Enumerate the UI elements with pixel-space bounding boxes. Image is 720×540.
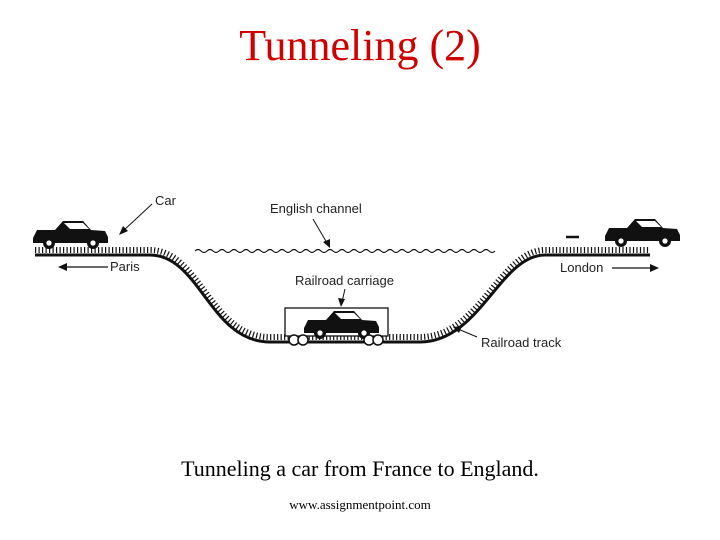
pointer-english-channel-icon bbox=[312, 218, 330, 248]
label-railroad-track: Railroad track bbox=[481, 335, 562, 350]
channel-water-surface bbox=[194, 248, 496, 254]
arrow-to-london-icon bbox=[612, 264, 659, 272]
slide-caption: Tunneling a car from France to England. bbox=[181, 456, 539, 481]
car-paris-icon bbox=[33, 221, 108, 249]
arrow-to-paris-icon bbox=[58, 263, 108, 271]
pointer-railroad-track-icon bbox=[453, 326, 478, 338]
label-car: Car bbox=[155, 193, 177, 208]
railroad-carriage bbox=[284, 307, 389, 346]
pointer-car-icon bbox=[119, 203, 153, 235]
tunnel-diagram: Car English channel Paris London Railroa… bbox=[33, 193, 680, 350]
car-london-icon bbox=[605, 219, 680, 247]
label-paris: Paris bbox=[110, 259, 140, 274]
label-english-channel: English channel bbox=[270, 201, 362, 216]
pointer-railroad-carriage-icon bbox=[338, 288, 346, 307]
footer-url: www.assignmentpoint.com bbox=[289, 497, 431, 512]
label-railroad-carriage: Railroad carriage bbox=[295, 273, 394, 288]
label-london: London bbox=[560, 260, 603, 275]
slide-title: Tunneling (2) bbox=[239, 21, 481, 70]
railroad-track-bed bbox=[35, 253, 650, 344]
